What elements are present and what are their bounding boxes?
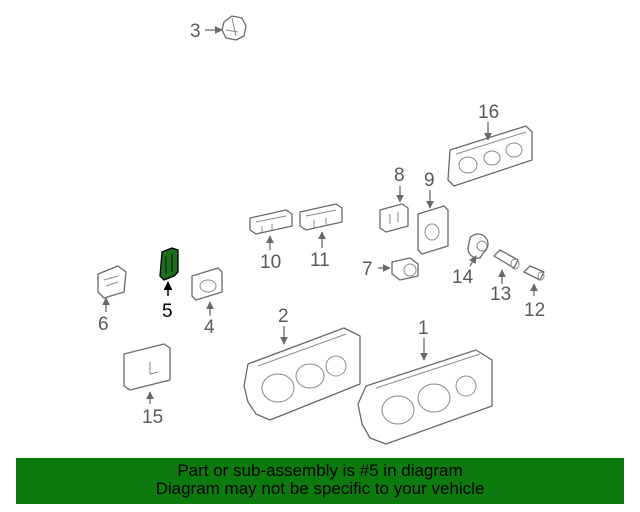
part-11-switch-assembly [299,203,343,231]
callout-8: 8 [394,165,405,186]
callout-16: 16 [478,102,499,123]
exploded-parts-diagram: 3 16 8 9 10 11 7 [97,15,545,445]
callout-2: 2 [278,306,289,327]
part-12-knob [523,265,545,281]
callout-12: 12 [524,300,545,321]
part-2-cluster-housing [243,327,361,421]
part-7-knob [391,257,419,281]
callout-4: 4 [204,317,215,338]
callout-6: 6 [98,314,109,335]
callout-11: 11 [310,250,330,271]
callout-1: 1 [418,318,429,339]
callout-15: 15 [142,407,163,428]
notice-banner: Part or sub-assembly is #5 in diagram Di… [16,458,624,504]
part-1-instrument-cluster [357,349,493,445]
part-3-bulb-socket [221,15,247,41]
callout-14: 14 [452,267,474,288]
part-15-module [123,343,171,391]
part-4-switch [191,267,223,301]
part-8-switch [379,203,409,233]
callout-5: 5 [162,301,173,322]
part-14-knob [467,233,489,259]
callout-9: 9 [424,170,435,191]
callout-13: 13 [490,284,511,305]
part-13-knob [493,249,520,270]
banner-line-1: Part or sub-assembly is #5 in diagram [177,461,463,480]
part-16-climate-control-panel [447,125,533,187]
part-5-highlighted-component [159,247,179,281]
part-9-trim-bezel [417,205,449,255]
callout-10: 10 [260,252,281,273]
callout-3: 3 [190,21,201,42]
part-6-bracket [97,265,127,299]
banner-line-2: Diagram may not be specific to your vehi… [155,479,485,498]
part-10-switch-assembly [249,209,293,235]
callout-7: 7 [362,259,373,280]
